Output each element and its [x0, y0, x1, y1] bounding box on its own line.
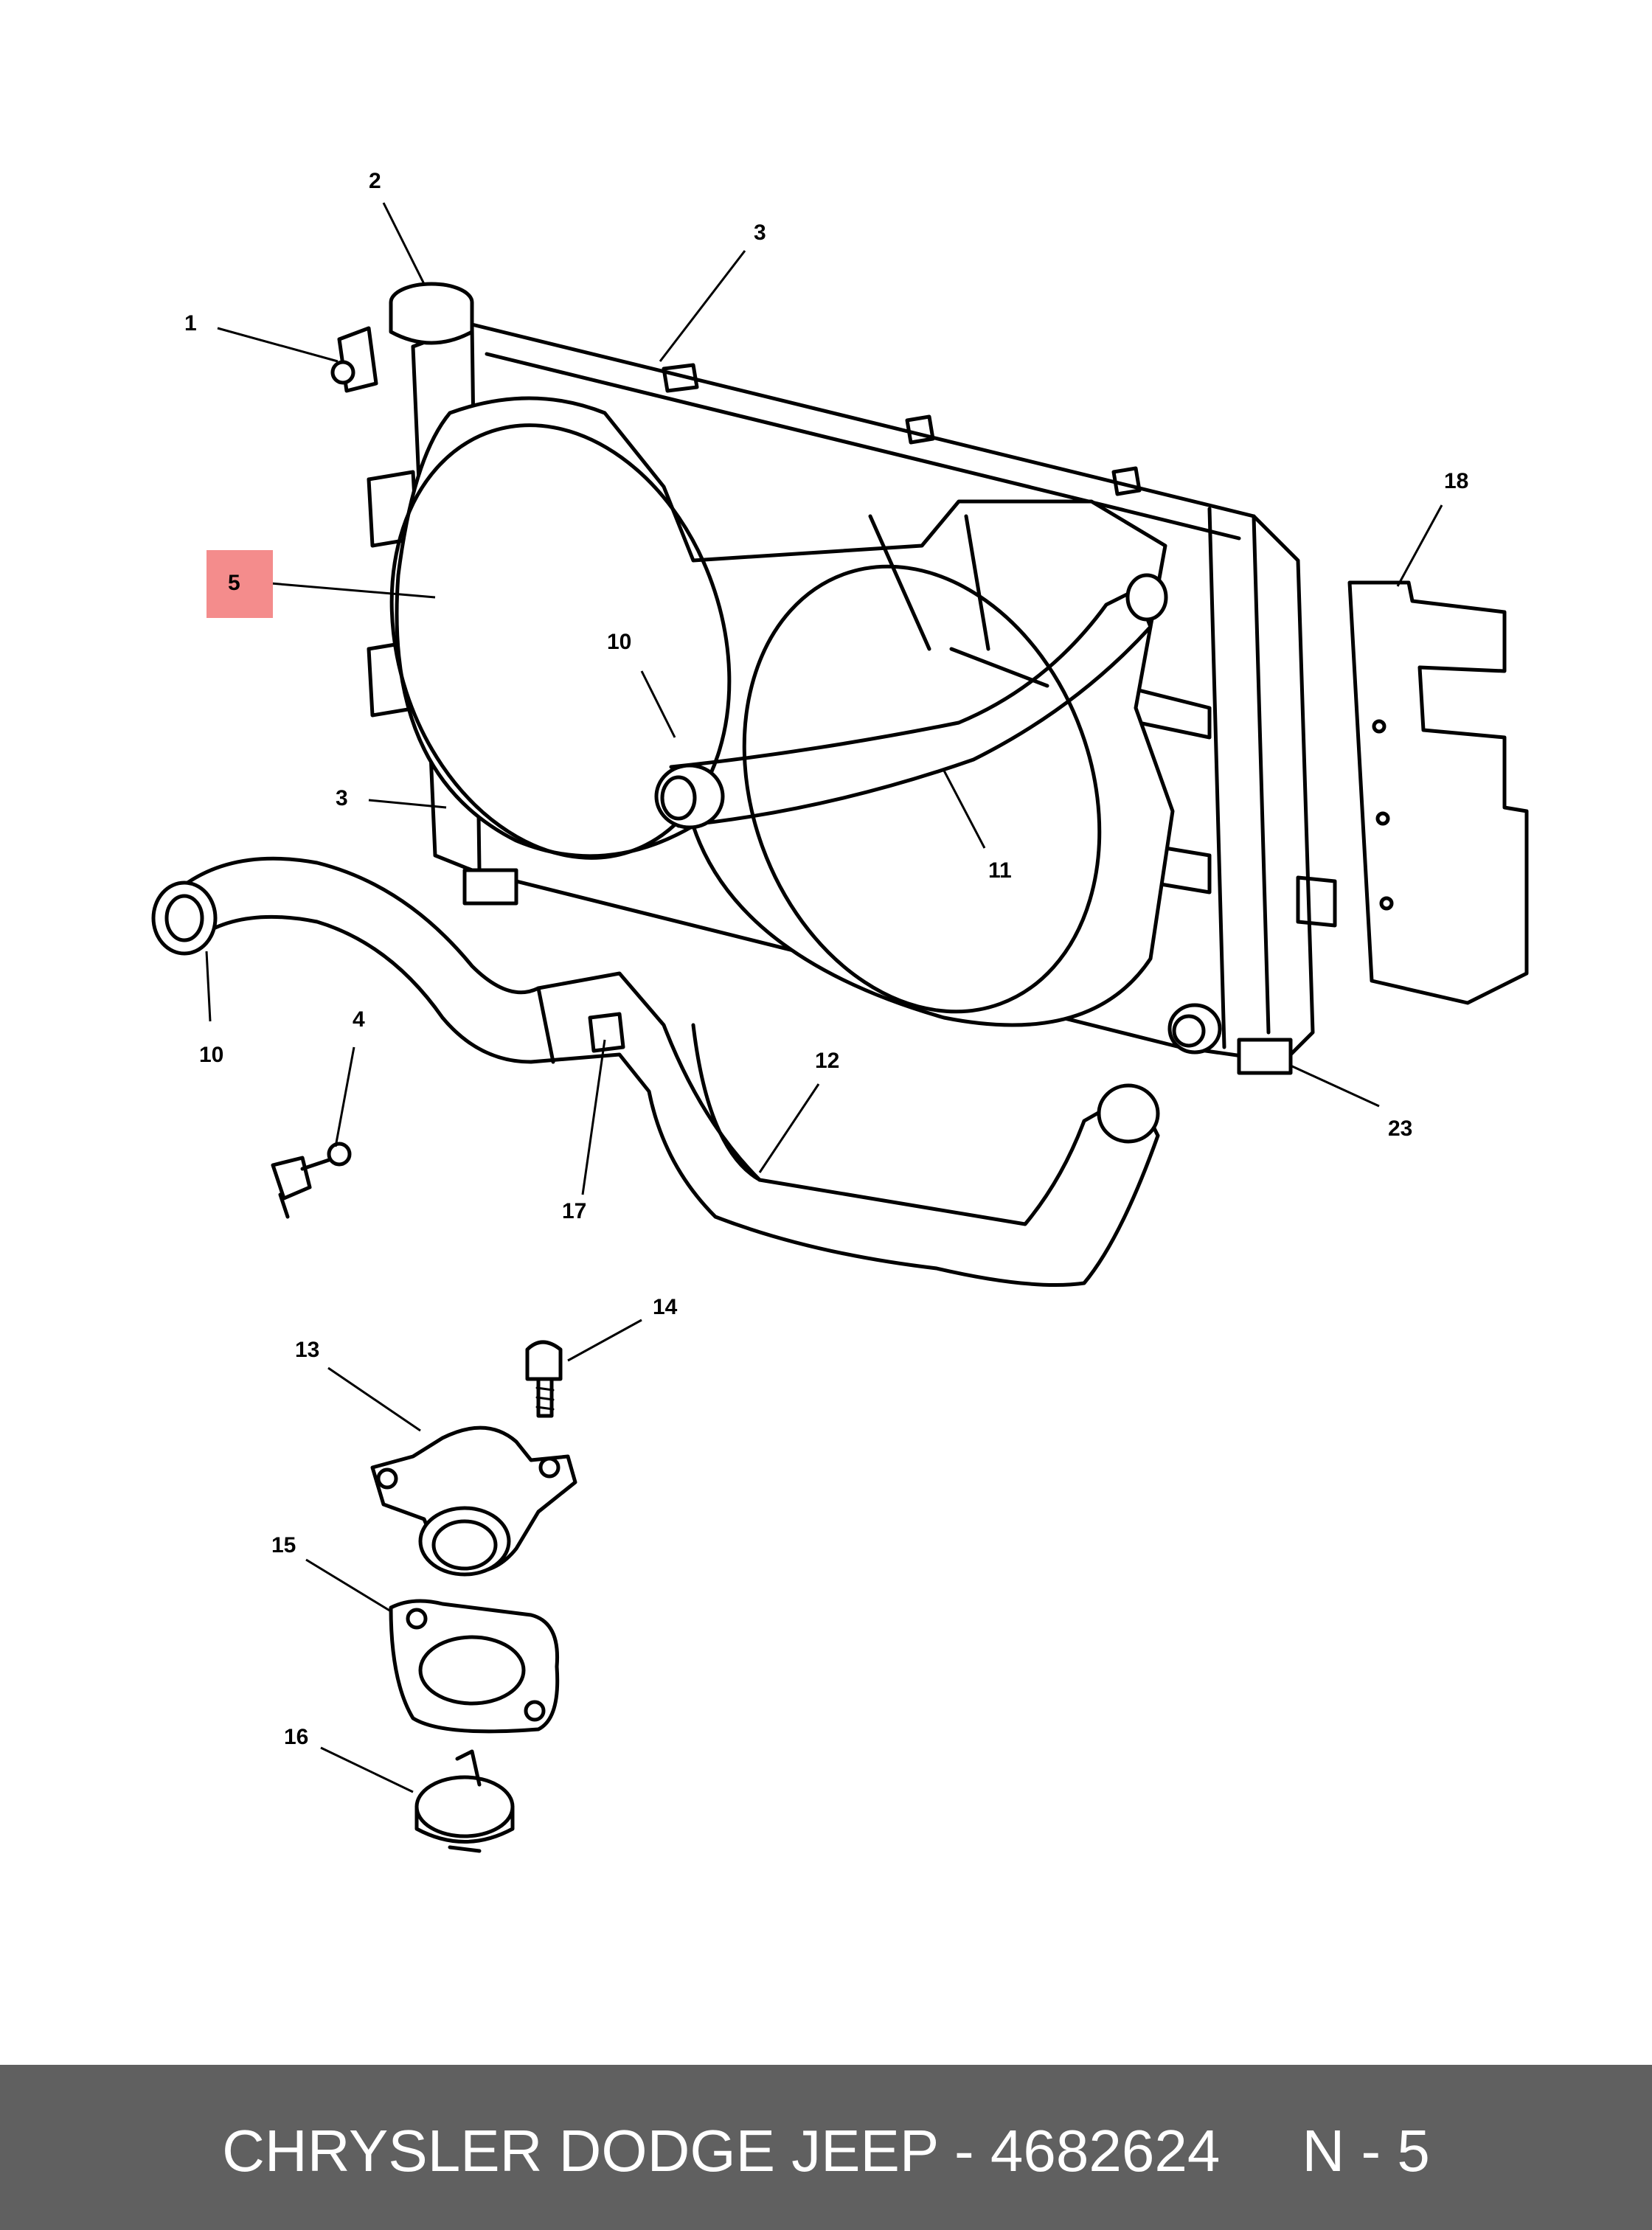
- drain-fitting: [330, 326, 378, 393]
- callout-12: 12: [815, 1049, 839, 1073]
- callout-18: 18: [1444, 469, 1468, 493]
- thermostat-housing: [370, 1425, 577, 1577]
- callout-17: 17: [562, 1199, 586, 1223]
- thermostat-gasket: [389, 1599, 560, 1734]
- brand-part-number: CHRYSLER DODGE JEEP - 4682624: [222, 2118, 1221, 2184]
- callout-16: 16: [284, 1725, 308, 1749]
- callout-23: 23: [1388, 1116, 1412, 1141]
- parts-diagram: 1 2 3 3 4 5 10 10 11 12 13 14 15 16 17 1…: [151, 169, 1529, 1853]
- page-reference: N - 5: [1302, 2118, 1430, 2184]
- thermostat: [414, 1749, 515, 1853]
- footer-bar: CHRYSLER DODGE JEEP - 4682624 N - 5: [0, 2065, 1652, 2230]
- retainer-clip: [271, 1142, 352, 1219]
- lower-hose: [151, 856, 1160, 1287]
- callout-13: 13: [295, 1338, 319, 1362]
- housing-bolt: [525, 1340, 563, 1418]
- upper-hose: [654, 573, 1168, 830]
- callout-5: 5: [228, 571, 240, 595]
- callout-5-highlight: [206, 550, 273, 618]
- callout-2: 2: [369, 169, 381, 193]
- callout-11: 11: [988, 858, 1012, 883]
- radiator-cap: [389, 282, 474, 345]
- callout-3-left: 3: [336, 786, 348, 810]
- callout-14: 14: [653, 1295, 678, 1319]
- callout-1: 1: [184, 311, 197, 336]
- footer-caption: CHRYSLER DODGE JEEP - 4682624 N - 5: [0, 2118, 1652, 2184]
- radiator: [367, 322, 1337, 1075]
- callouts: 1 2 3 3 4 5 10 10 11 12 13 14 15 16 17 1…: [184, 169, 1468, 1749]
- callout-4: 4: [353, 1007, 365, 1032]
- hose-clamp: [588, 1012, 625, 1053]
- fan-shroud: [389, 396, 1175, 1027]
- callout-3-top: 3: [754, 220, 766, 245]
- callout-10-lower: 10: [199, 1043, 223, 1067]
- callout-15: 15: [271, 1533, 296, 1557]
- callout-10-upper: 10: [607, 630, 631, 654]
- air-deflector: [1347, 580, 1529, 1005]
- leader-lines: [205, 202, 1443, 1793]
